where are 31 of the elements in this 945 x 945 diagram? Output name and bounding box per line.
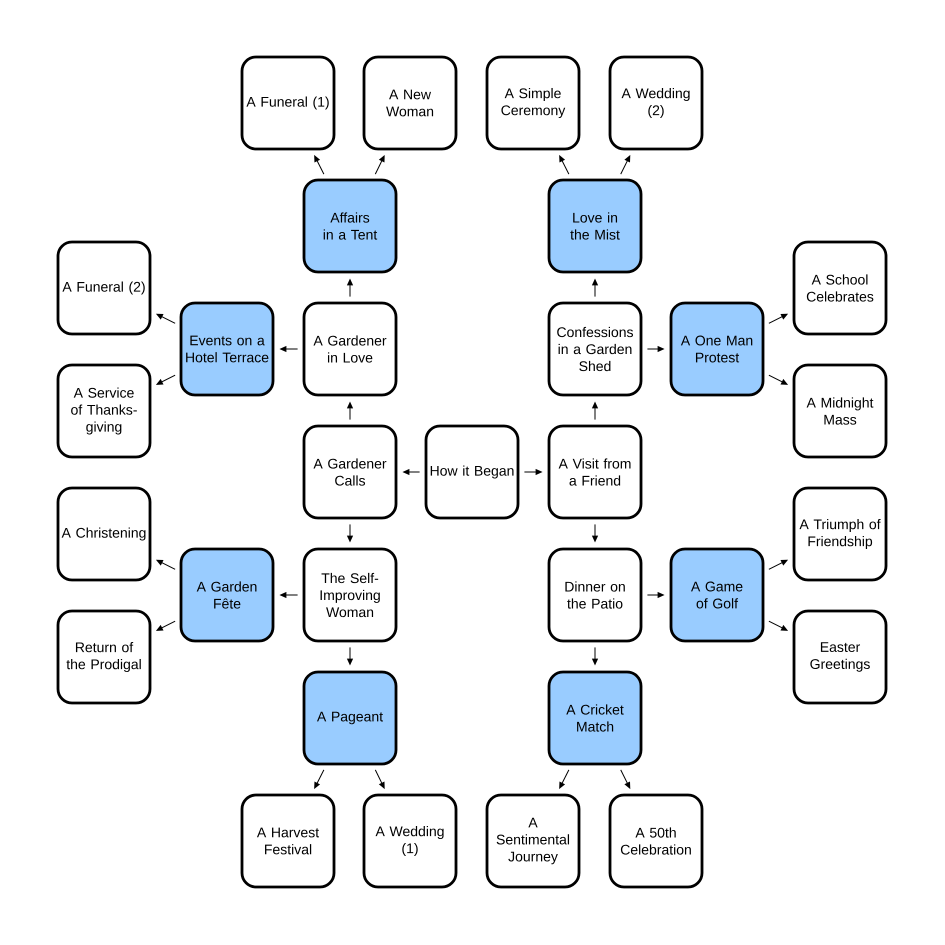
highlighted-scene-box: Love in the Mist (548, 178, 642, 274)
highlighted-scene-box: A Garden Fête (180, 548, 274, 642)
scene-box: A Midnight Mass (792, 364, 888, 458)
scene-box: A Christening (56, 486, 152, 582)
highlighted-scene-box: Affairs in a Tent (302, 178, 398, 274)
scene-box: A Service of Thanks-giving (56, 364, 152, 458)
scene-box: A School Celebrates (792, 240, 888, 336)
highlighted-scene-box: A Pageant (302, 670, 398, 766)
scene-box: A Funeral (1) (240, 56, 336, 150)
scene-box: A Harvest Festival (240, 794, 336, 888)
scene-box: Confessions in a Garden Shed (548, 302, 642, 396)
scene-box: A Gardener in Love (302, 302, 398, 396)
scene-box: Easter Greetings (792, 610, 888, 704)
highlighted-scene-box: Events on a Hotel Terrace (180, 302, 274, 396)
scene-box: A Wedding (2) (608, 56, 704, 150)
scene-box: A Gardener Calls (302, 424, 398, 520)
scene-box: Return of the Prodigal (56, 610, 152, 704)
scene-box: A Triumph of Friendship (792, 486, 888, 582)
scene-box: A Sentimental Journey (486, 794, 580, 888)
scene-box: Dinner on the Patio (548, 548, 642, 642)
scene-box: A Visit from a Friend (548, 424, 642, 520)
scene-box: The Self-Improving Woman (302, 548, 398, 642)
scene-box: A 50th Celebration (608, 794, 704, 888)
highlighted-scene-box: A Cricket Match (548, 670, 642, 766)
scene-box: A Wedding (1) (362, 794, 458, 888)
highlighted-scene-box: A One Man Protest (670, 302, 764, 396)
scene-box: How it Began (424, 424, 520, 520)
scene-box: A Simple Ceremony (486, 56, 580, 150)
scene-box: A Funeral (2) (56, 240, 152, 336)
scene-box: A New Woman (362, 56, 458, 150)
highlighted-scene-box: A Game of Golf (670, 548, 764, 642)
